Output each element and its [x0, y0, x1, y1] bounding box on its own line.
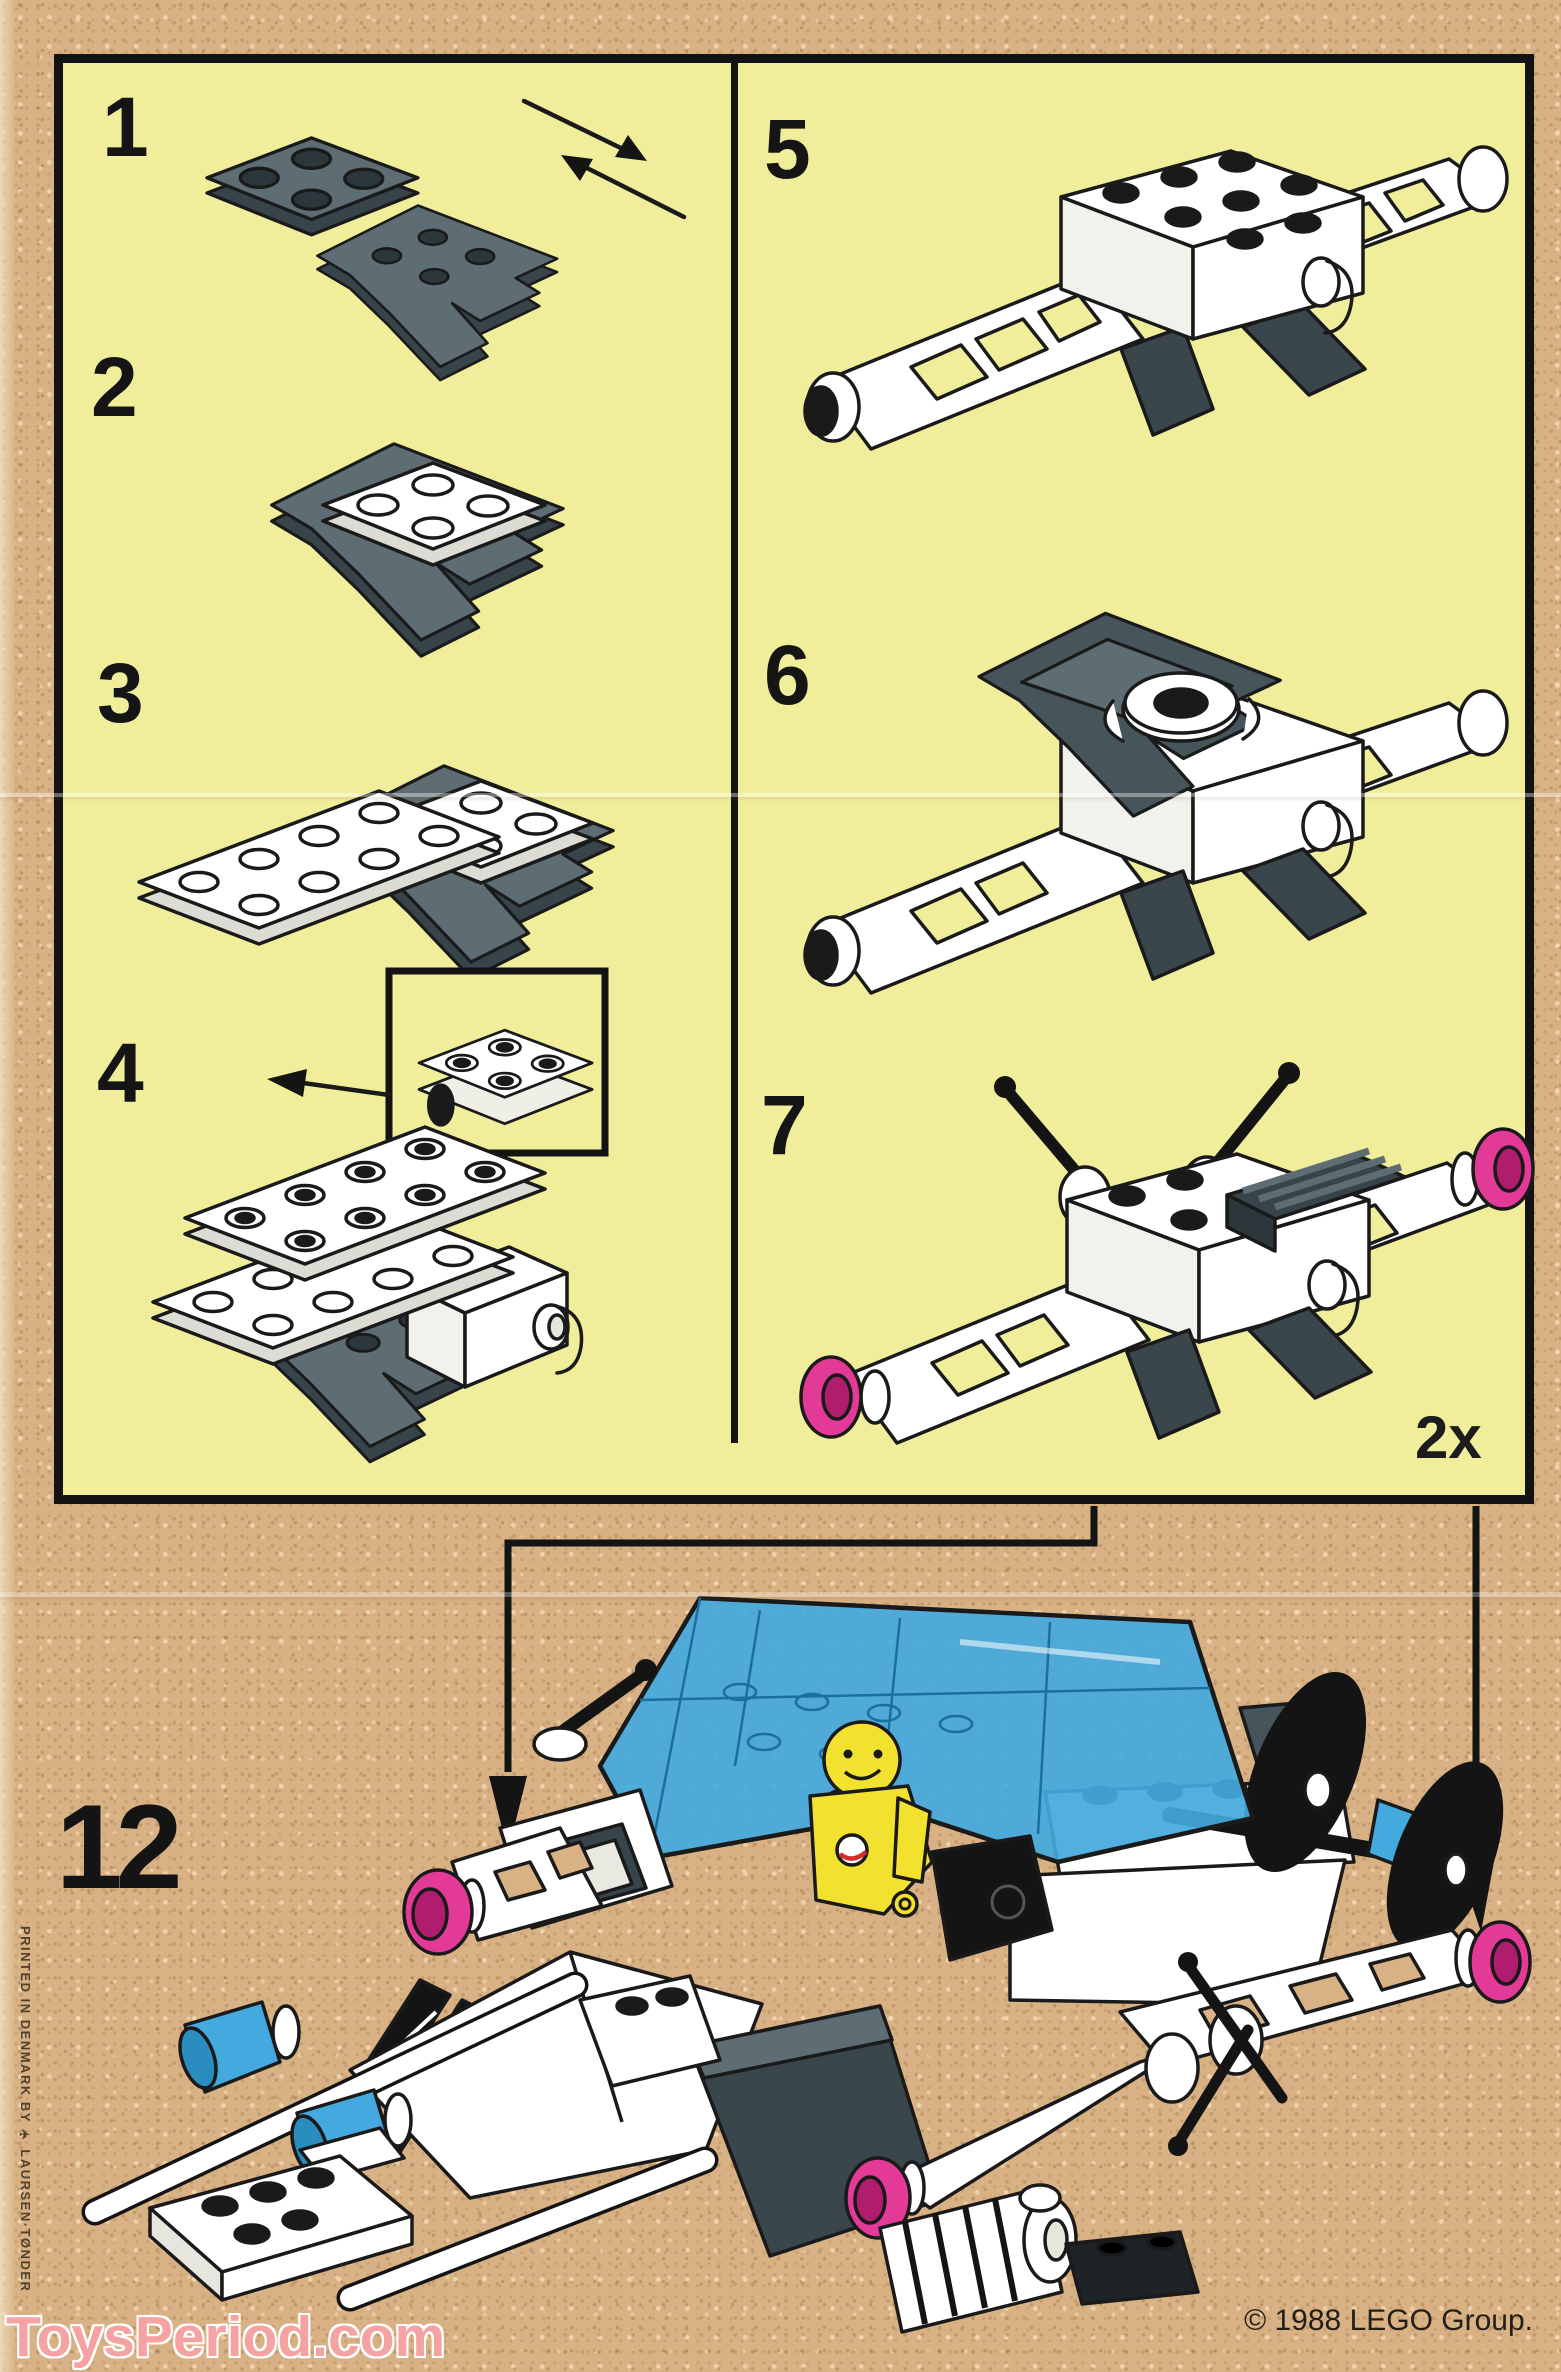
step-5-illustration: [803, 145, 1509, 451]
rear-right-wing-assembly: [844, 1920, 1532, 2334]
dark-grille-brick: [1225, 1147, 1407, 1253]
printer-note: PRINTED IN DENMARK BY ✈ LAURSEN·TØNDER: [18, 1926, 33, 2293]
white-lattice-wing-left: [803, 270, 1145, 451]
magenta-engine: [844, 2156, 926, 2240]
white-stud-plates: [148, 2126, 414, 2302]
white-lattice-wing-left: [803, 814, 1145, 995]
dark-wing-legs: [1125, 1306, 1373, 1440]
connector-arrow-left: [489, 1506, 1098, 1852]
inset-arrow-icon: [267, 1069, 392, 1098]
step-4-illustration: [151, 967, 609, 1464]
step-1-number: 1: [102, 80, 149, 174]
dark-wing-legs: [1119, 303, 1367, 437]
step-1-illustration: [205, 98, 687, 382]
white-turntable: [1103, 671, 1261, 743]
watermark-text: ToysPeriod.com: [6, 2305, 446, 2369]
step-12-number: 12: [56, 1780, 183, 1914]
quantity-label: 2x: [1415, 1404, 1482, 1471]
step-2-number: 2: [91, 340, 138, 434]
step-5-number: 5: [764, 102, 811, 196]
panel-column-divider: [731, 63, 738, 1443]
white-lattice-wing-left: [799, 1271, 1151, 1445]
finished-model-illustration: [81, 1595, 1532, 2334]
step-7-illustration: [799, 1062, 1535, 1445]
scanned-page-edge: [0, 0, 16, 2372]
blue-cone-nozzle: [178, 2000, 301, 2094]
step-4-inset-box: [267, 967, 609, 1157]
step-7-number: 7: [761, 1078, 808, 1172]
step-6-number: 6: [764, 628, 811, 722]
dark-wing-legs: [1119, 847, 1367, 981]
white-2x4-technic-plate: [183, 1125, 547, 1282]
dark-2x2-plate: [205, 136, 420, 237]
magenta-engine: [1454, 1920, 1532, 2004]
magenta-engine: [402, 1868, 474, 1956]
instruction-panel: 1 2 3 4 5 6 7 2x: [54, 54, 1535, 1504]
step-4-number: 4: [97, 1026, 144, 1120]
ribbed-cylinder-engine: [878, 2186, 1078, 2334]
white-side-clip-brick: [405, 1245, 584, 1389]
astronaut-minifig: [808, 1720, 934, 1918]
white-brick-block: [1059, 149, 1365, 341]
assembly-arrows-icon: [521, 98, 687, 220]
step-3-number: 3: [97, 646, 144, 740]
canopy: [597, 1595, 1256, 1865]
lower-left-rods-and-cones: [81, 1971, 719, 2312]
black-seat-unit: [930, 1834, 1054, 1962]
step-6-illustration: [803, 611, 1509, 995]
white-2x2-technic-plate: [417, 1028, 594, 1127]
copyright-text: © 1988 LEGO Group.: [1244, 2304, 1533, 2337]
